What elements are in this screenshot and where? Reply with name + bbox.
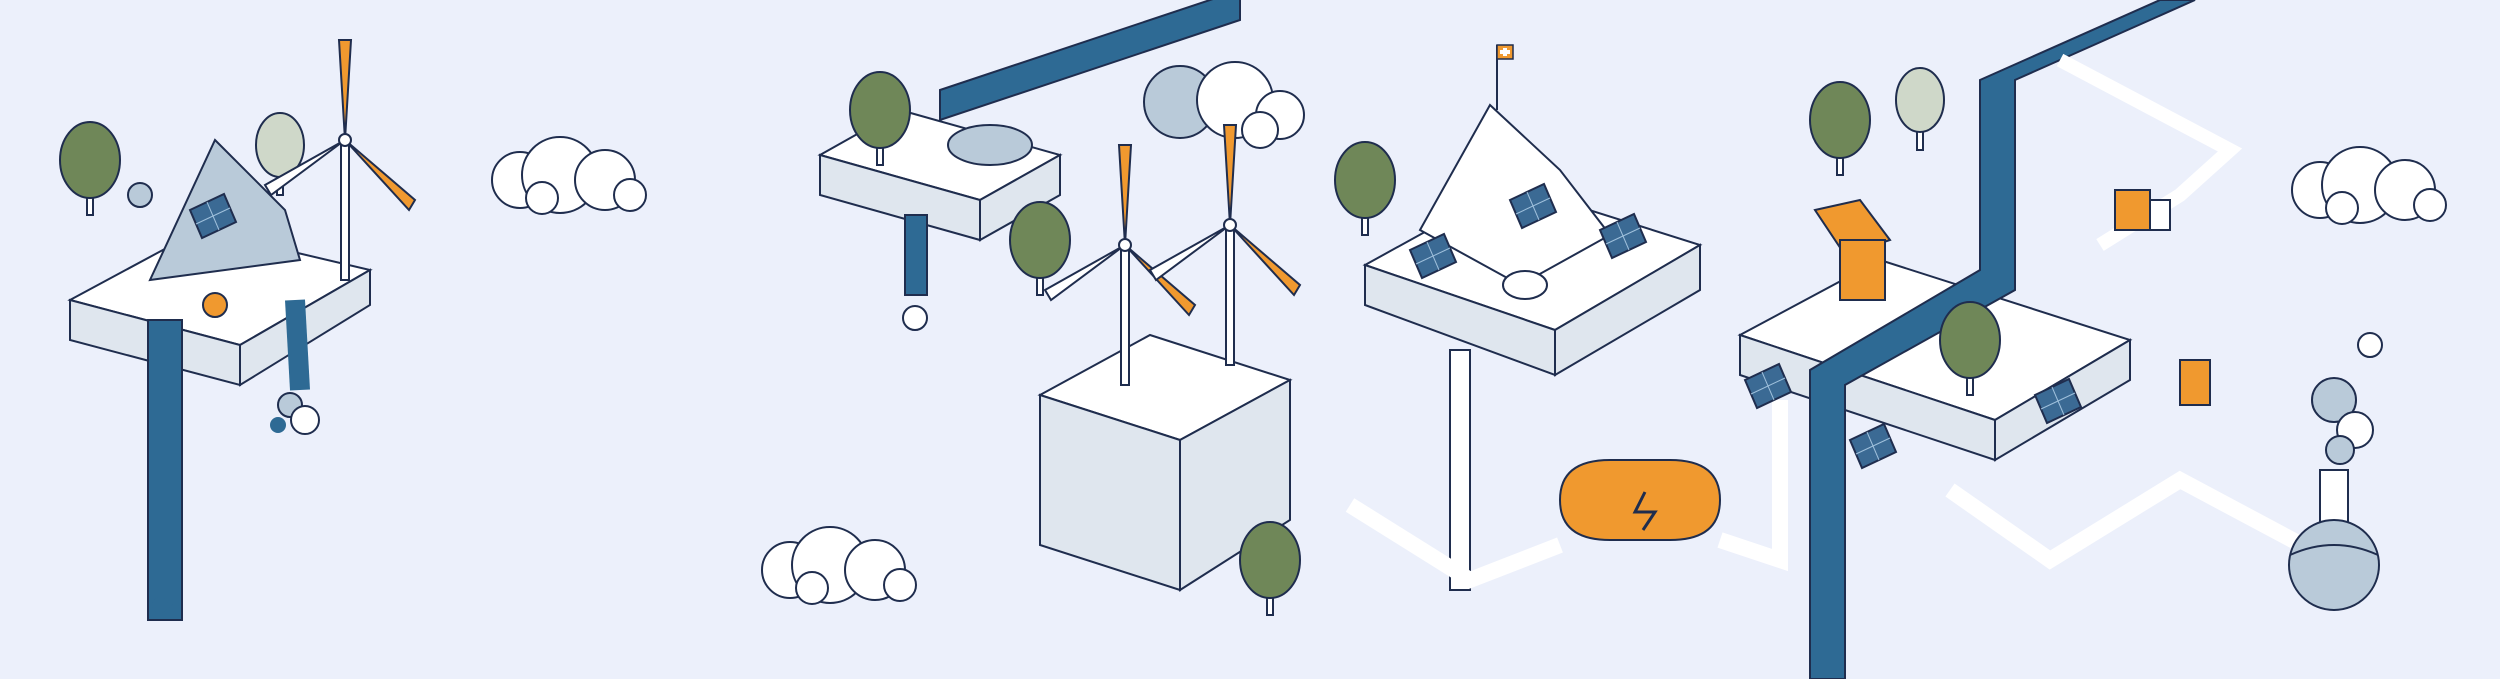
tree-icon — [1895, 67, 1945, 151]
pipe-network — [1345, 400, 2334, 589]
solar-panel-icon — [1849, 423, 1897, 469]
cloud-icon — [491, 136, 647, 215]
person-icon — [127, 182, 228, 318]
wind-turbine-icon — [1148, 123, 1302, 367]
swiss-flag-icon — [1496, 44, 1514, 110]
tree-icon — [59, 121, 121, 216]
truck-icon — [2114, 189, 2171, 231]
cloud-icon — [761, 526, 917, 605]
tree-icon — [1239, 521, 1301, 616]
cloud-icon — [1143, 61, 1305, 149]
tree-icon — [1809, 81, 1871, 176]
battery-icon — [1558, 459, 1722, 541]
tree-icon — [1334, 141, 1396, 236]
sheep-icon — [1502, 270, 1548, 300]
flask-icon — [2288, 332, 2383, 611]
building-icon — [1813, 198, 1892, 301]
cloud-icon — [2291, 146, 2447, 225]
package-icon — [2179, 359, 2211, 406]
cow-icon — [947, 124, 1033, 166]
